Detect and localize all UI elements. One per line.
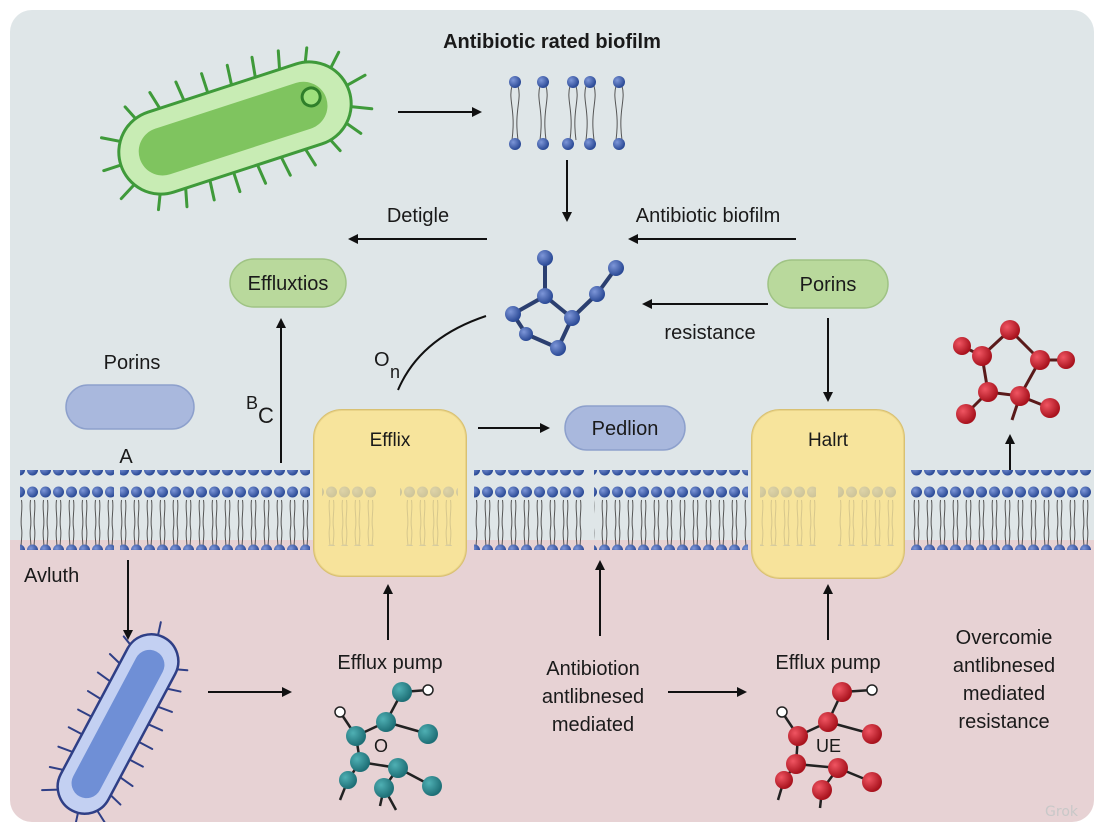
halrt-label: Halrt	[808, 430, 849, 451]
label-bc-b: B	[246, 393, 258, 413]
effluxtios-box: Effluxtios	[229, 258, 347, 308]
blue-bacterium-icon	[41, 621, 189, 822]
right-text-line-3: mediated	[963, 683, 1045, 705]
membrane-fragment-icon	[509, 76, 625, 150]
label-on-o: O	[374, 349, 390, 371]
middle-text-line-2: antlibnesed	[542, 686, 644, 708]
porins-right-label: Porins	[800, 274, 857, 296]
efflix-label: Efflix	[370, 430, 411, 451]
red-molecule-top-icon	[953, 320, 1075, 424]
diagram-canvas: Antibiotic rated biofilm	[10, 10, 1094, 822]
cell-membrane	[20, 470, 1092, 550]
grok-watermark: Grok	[1045, 804, 1078, 820]
label-on-n: n	[390, 362, 400, 382]
right-text-line-1: Overcomie	[956, 627, 1053, 649]
blue-molecule-icon	[505, 250, 624, 356]
label-bc-c: C	[258, 403, 274, 428]
curve-on-connector	[397, 315, 487, 391]
diagram-frame: Antibiotic rated biofilm	[10, 10, 1094, 822]
top-background	[10, 10, 1094, 540]
arrows	[123, 107, 1015, 697]
pedlion-label: Pedlion	[592, 418, 659, 440]
middle-text-line-3: mediated	[552, 714, 634, 736]
right-text-line-2: antlibnesed	[953, 655, 1055, 677]
red-molecule-bottom-icon: UE	[775, 682, 882, 809]
porins-left-pill	[65, 384, 195, 430]
label-efflux-pump-left: Efflux pump	[337, 652, 442, 674]
porins-right-box: Porins	[767, 259, 889, 309]
bottom-background	[10, 540, 1094, 822]
middle-text-block: Antibiotion antlibnesed mediated	[542, 658, 644, 736]
label-antibiotic-biofilm: Antibiotic biofilm	[636, 205, 781, 227]
efflix-pump: Efflix	[313, 409, 467, 577]
pedlion-box: Pedlion	[564, 405, 686, 451]
label-resistance: resistance	[664, 322, 755, 344]
effluxtios-label: Effluxtios	[248, 273, 329, 295]
label-porins-left: Porins	[104, 352, 161, 374]
label-a: A	[119, 446, 133, 468]
teal-molecule-icon: O	[334, 682, 442, 811]
label-avluth: Avluth	[24, 565, 79, 587]
red-molecule-ue-label: UE	[816, 736, 841, 756]
diagram-title: Antibiotic rated biofilm	[443, 31, 661, 53]
middle-text-line-1: Antibiotion	[546, 658, 639, 680]
label-detigle: Detigle	[387, 205, 449, 227]
right-text-line-4: resistance	[958, 711, 1049, 733]
teal-molecule-o-label: O	[374, 736, 388, 756]
label-efflux-pump-right: Efflux pump	[775, 652, 880, 674]
halrt-pump: Halrt	[751, 409, 905, 579]
green-bacterium-icon	[99, 46, 374, 212]
right-text-block: Overcomie antlibnesed mediated resistanc…	[953, 627, 1055, 733]
